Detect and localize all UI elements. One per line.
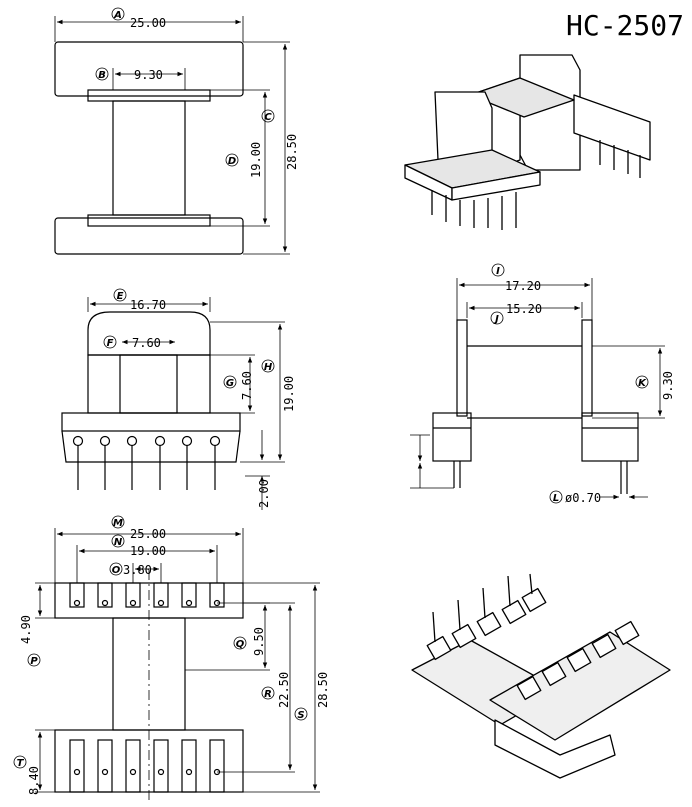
dim-k-value: 9.30 (661, 371, 675, 400)
bottom-upper-pins (69, 582, 225, 608)
dim-q-value: 9.50 (252, 627, 266, 656)
isometric-view-top (404, 54, 651, 230)
dim-n-value: 19.00 (130, 544, 166, 558)
dim-pin-value: 2.00 (257, 479, 271, 508)
callout-i: I (496, 266, 500, 277)
side-right-wall (581, 319, 593, 417)
side-view-labels: I 17.20 J 15.20 K 9.30 L ø0.70 (490, 263, 675, 505)
callout-a: A (113, 10, 122, 21)
part-number-title: HC-2507 (566, 9, 684, 42)
dim-f-value: 7.60 (132, 336, 161, 350)
iso-front-base-face (451, 171, 541, 201)
top-flange-upper (54, 41, 244, 97)
callout-k: K (638, 378, 647, 389)
front-view (61, 297, 285, 510)
side-right-base (581, 412, 639, 462)
dim-p-value: 4.90 (19, 615, 33, 644)
side-view (410, 278, 665, 500)
side-left-wall (456, 319, 468, 417)
dim-m-value: 25.00 (130, 527, 166, 541)
side-left-base (432, 412, 472, 462)
top-flange-lower-lip (87, 214, 211, 227)
callout-d: D (228, 156, 236, 167)
front-view-labels: E 16.70 F 7.60 G 7.60 H 19.00 2.00 (103, 288, 296, 508)
top-view (54, 16, 290, 255)
front-pin-block (61, 430, 241, 463)
dim-g-value: 7.60 (240, 371, 254, 400)
callout-c: C (264, 112, 272, 123)
dim-l-value: ø0.70 (565, 491, 601, 505)
front-winding-area (87, 354, 211, 414)
front-pins (72, 435, 221, 490)
dim-o-value: 3.80 (123, 563, 152, 577)
callout-h: H (264, 362, 273, 373)
callout-s: S (297, 710, 304, 721)
callout-o: O (112, 565, 121, 576)
dim-e-value: 16.70 (130, 298, 166, 312)
callout-g: G (226, 378, 234, 389)
isometric-view-bottom (411, 573, 671, 779)
top-view-labels: A 25.00 B 9.30 C 28.50 D 19.00 (95, 7, 299, 178)
bottom-view (35, 528, 320, 800)
dim-t-value: 8.40 (27, 766, 41, 795)
iso-core-top (469, 77, 575, 118)
callout-q: Q (236, 639, 245, 650)
iso-bottom-right-rail (489, 631, 671, 741)
front-top-flange (87, 311, 211, 356)
callout-e: E (117, 291, 124, 302)
callout-l: L (553, 493, 559, 504)
callout-j: J (493, 314, 499, 325)
dim-s-value: 28.50 (316, 672, 330, 708)
dim-h-value: 19.00 (282, 376, 296, 412)
dim-c-value: 28.50 (285, 134, 299, 170)
iso-rear-pins (599, 140, 641, 178)
callout-r: R (264, 689, 272, 700)
callout-f: F (107, 338, 114, 349)
callout-n: N (114, 537, 123, 548)
iso-bottom-pins (432, 573, 533, 643)
callout-t: T (17, 758, 25, 769)
dim-a-value: 25.00 (130, 16, 166, 30)
dim-d-value: 19.00 (249, 142, 263, 178)
top-core-body (112, 100, 186, 216)
top-flange-lower (54, 217, 244, 255)
front-core-window (119, 354, 178, 414)
callout-p: P (30, 656, 38, 667)
dim-i-value: 17.20 (505, 279, 541, 293)
iso-bottom-flange (494, 719, 616, 779)
dim-r-value: 22.50 (277, 672, 291, 708)
front-base (61, 412, 241, 432)
dim-j-value: 15.20 (506, 302, 542, 316)
bottom-view-labels: M 25.00 N 19.00 O 3.80 P 4.90 Q 9.50 R 2… (13, 515, 330, 795)
iso-front-pins (431, 190, 517, 230)
dim-b-value: 9.30 (134, 68, 163, 82)
callout-b: B (98, 70, 106, 81)
callout-m: M (113, 518, 123, 529)
iso-bottom-pin-sockets (426, 587, 640, 701)
iso-rear-pin-block (573, 94, 651, 161)
bottom-lower-pins (69, 739, 225, 793)
